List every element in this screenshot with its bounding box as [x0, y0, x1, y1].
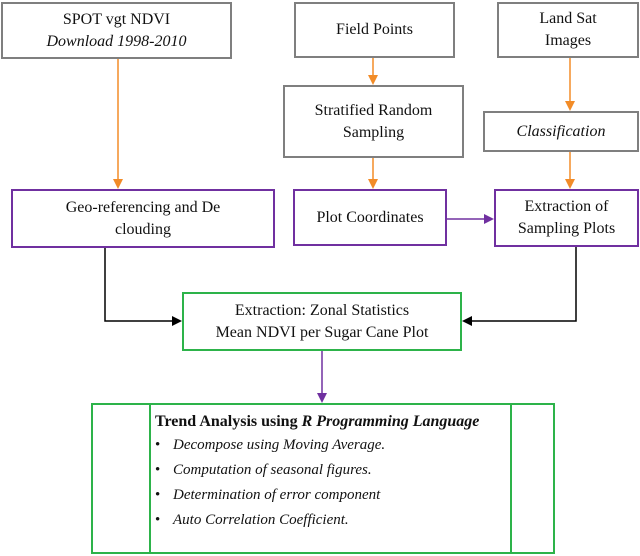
- trend-title-italic: R Programming Language: [301, 413, 480, 430]
- list-item: • Decompose using Moving Average.: [151, 433, 510, 458]
- extraction-plots-label-line2: Sampling Plots: [517, 220, 616, 237]
- arrow-georef-to-zonal: [104, 248, 182, 326]
- trend-analysis-inner-panel: Trend Analysis using R Programming Langu…: [149, 405, 512, 552]
- field-points-label: Field Points: [336, 21, 413, 38]
- trend-step-list: • Decompose using Moving Average. • Comput…: [151, 433, 510, 533]
- trend-analysis-title: Trend Analysis using R Programming Langu…: [155, 411, 510, 433]
- plot-coordinates-box: Plot Coordinates: [293, 189, 447, 246]
- list-item: • Auto Correlation Coefficient.: [151, 508, 510, 533]
- classification-label: Classification: [516, 122, 606, 140]
- field-points-box: Field Points: [294, 2, 455, 58]
- georef-label-line1: Geo-referencing and De: [65, 198, 221, 216]
- list-item: • Determination of error component: [151, 483, 510, 508]
- georeferencing-box: Geo-referencing and De clouding: [11, 189, 275, 248]
- landsat-label-line2: Images: [544, 32, 592, 49]
- stratified-sampling-box: Stratified Random Sampling: [283, 85, 464, 158]
- trend-step-text: Computation of seasonal figures.: [173, 462, 372, 478]
- stratified-label-line1: Stratified Random: [314, 101, 433, 119]
- georef-label-line2: clouding: [115, 220, 171, 238]
- trend-step-text: Determination of error component: [173, 487, 381, 503]
- bullet-icon: •: [155, 512, 161, 528]
- extraction-sampling-plots-box: Extraction of Sampling Plots: [494, 189, 639, 247]
- spot-ndvi-title: SPOT vgt NDVI: [62, 10, 171, 28]
- extraction-plots-label-line1: Extraction of: [524, 198, 609, 215]
- zonal-statistics-box: Extraction: Zonal Statistics Mean NDVI p…: [182, 292, 462, 351]
- trend-step-text: Decompose using Moving Average.: [173, 437, 386, 453]
- list-item: • Computation of seasonal figures.: [151, 458, 510, 483]
- bullet-icon: •: [155, 462, 161, 478]
- zonal-label-line2: Mean NDVI per Sugar Cane Plot: [215, 323, 429, 341]
- trend-analysis-box: Trend Analysis using R Programming Langu…: [91, 403, 555, 554]
- bullet-icon: •: [155, 437, 161, 453]
- bullet-icon: •: [155, 487, 161, 503]
- spot-ndvi-subtitle: Download 1998-2010: [46, 32, 187, 50]
- trend-step-text: Auto Correlation Coefficient.: [173, 512, 349, 528]
- stratified-label-line2: Sampling: [342, 123, 405, 141]
- landsat-box: Land Sat Images: [497, 2, 639, 58]
- landsat-label-line1: Land Sat: [539, 10, 597, 27]
- zonal-label-line1: Extraction: Zonal Statistics: [234, 301, 410, 319]
- spot-ndvi-box: SPOT vgt NDVI Download 1998-2010: [1, 2, 232, 59]
- classification-box: Classification: [483, 111, 639, 152]
- plot-coordinates-label: Plot Coordinates: [316, 208, 424, 226]
- trend-title-plain: Trend Analysis using: [155, 413, 302, 430]
- arrow-extraction-to-zonal: [462, 247, 577, 326]
